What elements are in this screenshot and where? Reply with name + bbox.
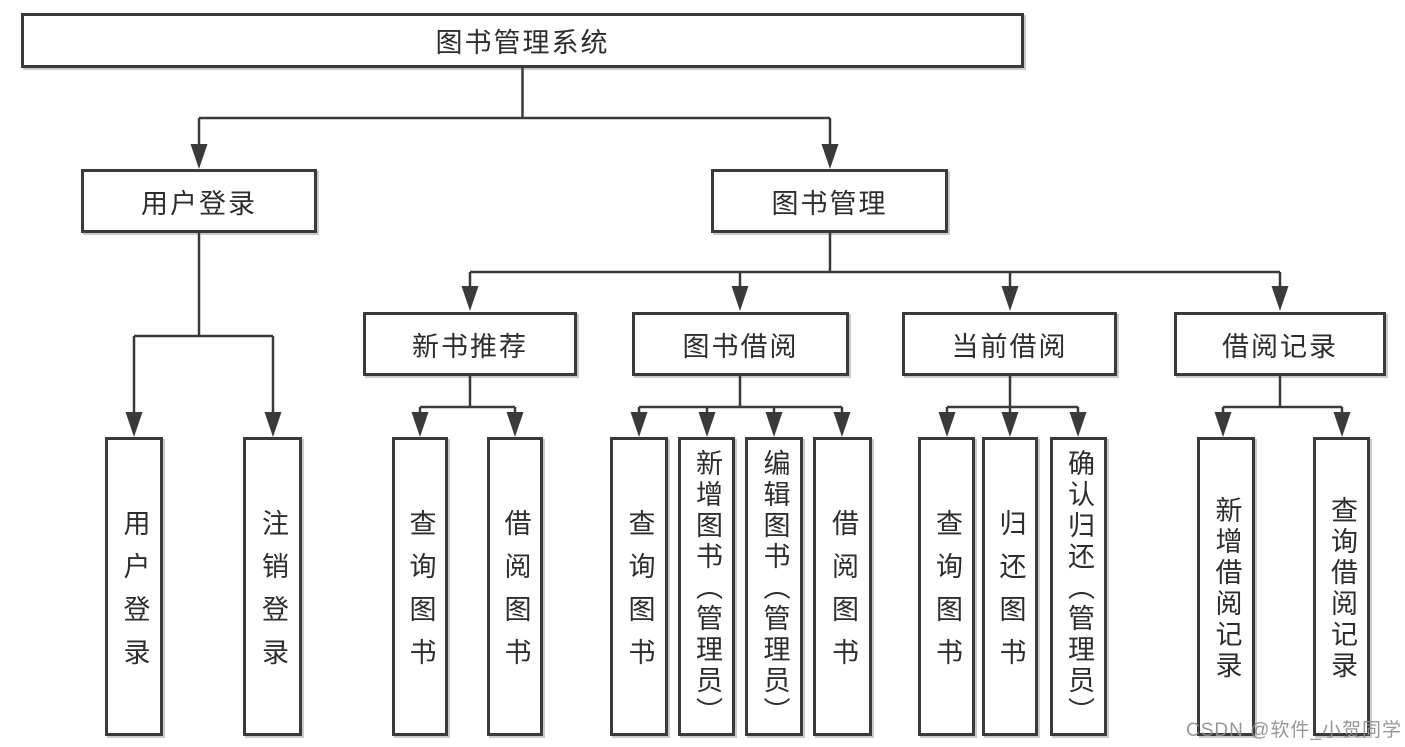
node-label: 图书管理系统 <box>435 28 610 58</box>
leaf-add-borrow-record: 新增借阅记录 <box>1197 437 1255 736</box>
leaf-edit-book-admin: 编辑图书（管理员） <box>745 437 803 736</box>
node-label: 查询图书 <box>405 508 436 681</box>
leaf-user-login: 用户登录 <box>105 437 163 736</box>
node-label: 查询图书 <box>932 508 962 681</box>
leaf-query-books-current: 查询图书 <box>918 437 975 736</box>
leaf-query-borrow-record: 查询借阅记录 <box>1313 437 1370 736</box>
node-label: 新增借阅记录 <box>1211 495 1242 682</box>
node-label: 借阅记录 <box>1222 331 1338 362</box>
node-label: 查询借阅记录 <box>1327 495 1357 682</box>
node-label: 借阅图书 <box>500 508 531 681</box>
node-user-login: 用户登录 <box>81 169 317 233</box>
node-label: 新书推荐 <box>412 331 528 362</box>
leaf-borrow-books: 借阅图书 <box>813 437 872 736</box>
csdn-watermark: CSDN @软件_小贺同学 <box>1186 720 1402 741</box>
leaf-logout: 注销登录 <box>243 437 302 736</box>
node-label: 确认归还（管理员） <box>1064 449 1094 728</box>
arrowheads <box>125 144 1351 437</box>
leaf-confirm-return-admin: 确认归还（管理员） <box>1050 437 1107 736</box>
node-label: 新增图书（管理员） <box>692 449 722 728</box>
node-label: 图书借阅 <box>682 331 799 362</box>
node-label: 图书管理 <box>771 188 888 219</box>
node-current-borrow: 当前借阅 <box>902 312 1117 376</box>
node-label: 用户登录 <box>119 508 150 681</box>
leaf-query-books-borrow: 查询图书 <box>610 437 668 736</box>
node-label: 编辑图书（管理员） <box>759 449 790 728</box>
node-borrow-records: 借阅记录 <box>1174 312 1386 376</box>
node-label: 借阅图书 <box>828 508 858 681</box>
leaf-return-book: 归还图书 <box>982 437 1038 736</box>
leaf-query-books-recommend: 查询图书 <box>392 437 448 736</box>
leaf-borrow-books-recommend: 借阅图书 <box>487 437 543 736</box>
node-book-management: 图书管理 <box>711 169 948 233</box>
node-label: 注销登录 <box>258 508 288 681</box>
leaf-add-book-admin: 新增图书（管理员） <box>678 437 735 736</box>
node-library-management-system: 图书管理系统 <box>21 13 1024 68</box>
node-new-book-recommend: 新书推荐 <box>363 312 577 376</box>
node-label: 当前借阅 <box>951 331 1068 362</box>
node-label: 归还图书 <box>995 508 1026 681</box>
node-label: 用户登录 <box>141 188 257 219</box>
node-book-borrow: 图书借阅 <box>632 312 849 376</box>
node-label: 查询图书 <box>624 508 655 681</box>
